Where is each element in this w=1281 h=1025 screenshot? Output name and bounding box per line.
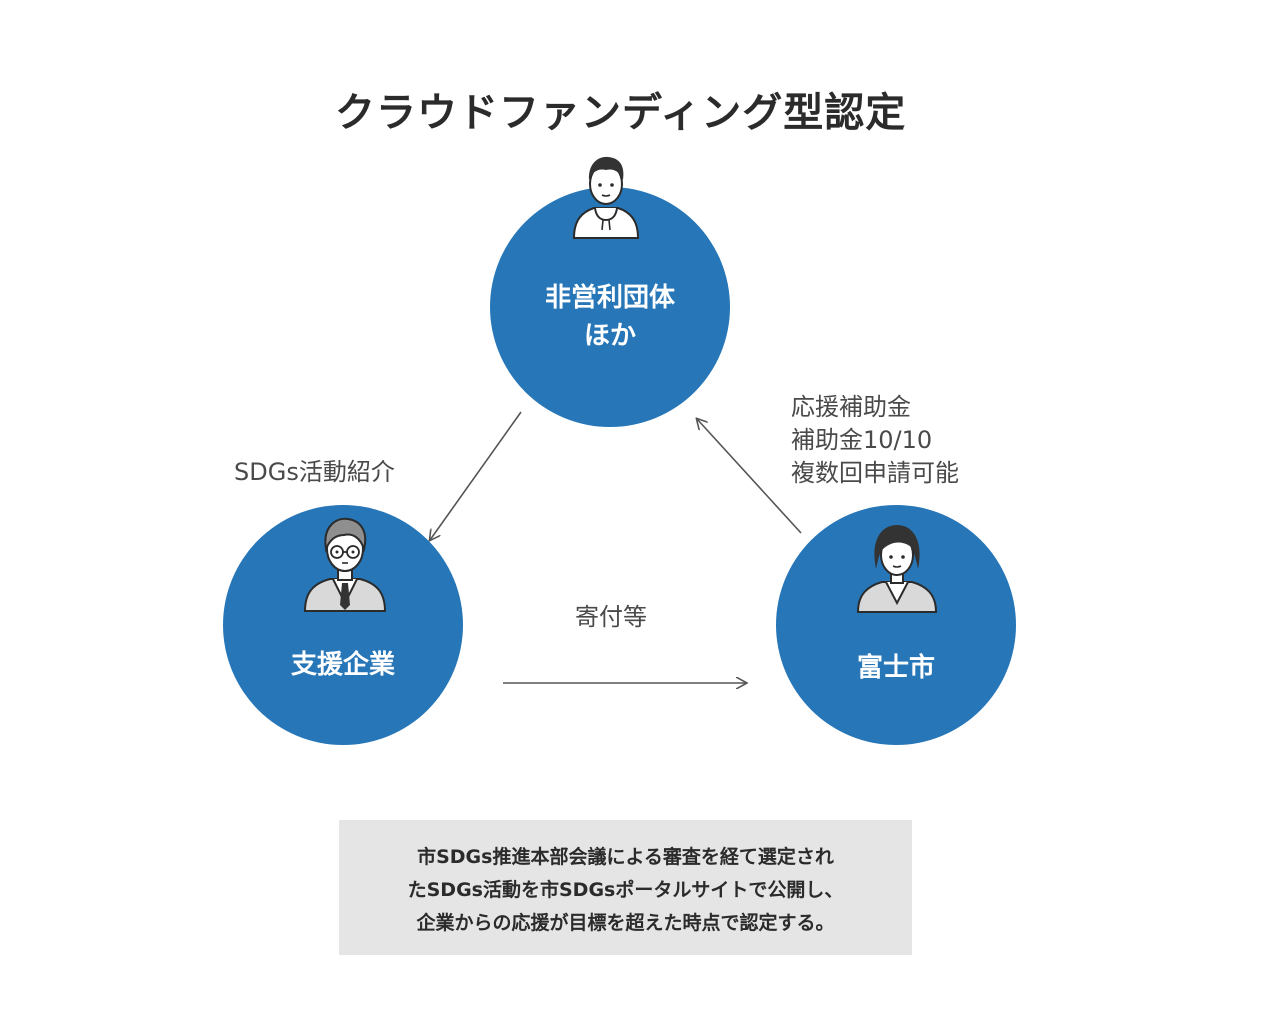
node-nonprofit-label: 非営利団体 ほか [490,279,730,355]
note-box: 市SDGs推進本部会議による審査を経て選定され たSDGs活動を市SDGsポータ… [339,820,912,955]
node-nonprofit-label-line1: 非営利団体 [544,283,675,313]
businessman-glasses-icon [303,517,387,612]
note-line-1: 市SDGs推進本部会議による審査を経て選定され [417,846,834,868]
edge-subsidy-label: 応援補助金 補助金10/10 複数回申請可能 [791,391,959,490]
arrow-right-to-top [697,419,802,534]
arrow-top-to-left [430,411,522,540]
node-nonprofit-label-line2: ほか [583,321,636,351]
note-line-2: たSDGs活動を市SDGsポータルサイトで公開し、 [407,879,844,901]
note-line-3: 企業からの応援が目標を超えた時点で認定する。 [416,912,835,934]
edge-donation-label: 寄付等 [575,603,647,631]
node-fuji-city-label: 富士市 [856,653,935,683]
person-hoodie-icon [572,156,640,239]
businesswoman-icon [856,525,938,613]
edge-sdgs-introduction-label: SDGs活動紹介 [234,458,395,486]
edge-subsidy-label-line1: 応援補助金 [791,393,911,421]
diagram-title: クラウドファンディング型認定 [335,90,907,136]
edge-subsidy-label-line3: 複数回申請可能 [791,459,959,487]
node-supporting-company-label: 支援企業 [290,650,395,680]
edge-subsidy-label-line2: 補助金10/10 [791,426,933,454]
